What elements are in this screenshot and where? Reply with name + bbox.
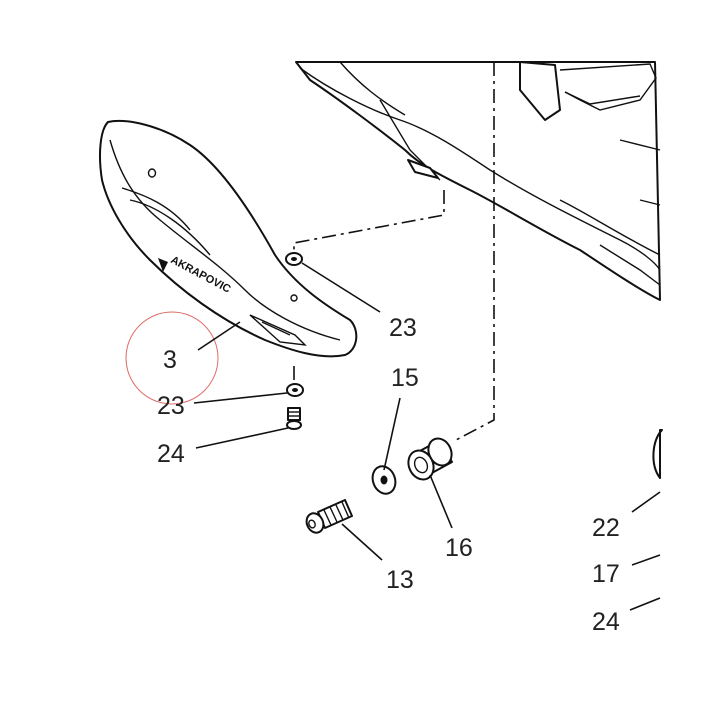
callout-3: 3 <box>163 346 177 374</box>
brand-logo-mark <box>158 258 168 272</box>
axis-line-upper <box>293 190 445 252</box>
leader-13 <box>341 523 383 561</box>
callout-13: 13 <box>386 566 414 594</box>
leader-3 <box>197 321 241 351</box>
callout-23-upper: 23 <box>389 314 417 342</box>
callout-17: 17 <box>592 560 620 588</box>
screw-24-left <box>286 407 302 430</box>
washer-23-upper <box>285 252 303 266</box>
callout-15: 15 <box>391 364 419 392</box>
callout-24-left: 24 <box>157 440 185 468</box>
heat-shield-part <box>99 119 358 358</box>
leader-15 <box>383 397 401 471</box>
leader-23-upper <box>301 262 381 313</box>
leader-16 <box>429 474 453 529</box>
bushing-16 <box>407 437 453 481</box>
leader-17 <box>631 554 661 566</box>
edge-part-right <box>652 429 663 479</box>
axis-line-main <box>455 62 495 441</box>
callout-22: 22 <box>592 514 620 542</box>
leader-24-right <box>629 597 661 611</box>
callout-16: 16 <box>445 534 473 562</box>
highlight-circle <box>125 311 219 405</box>
leader-22 <box>631 491 661 513</box>
washer-15 <box>371 465 397 495</box>
leader-24-left <box>195 427 289 449</box>
washer-23-lower <box>286 383 304 397</box>
callout-24-right: 24 <box>592 608 620 636</box>
exhaust-body <box>295 61 661 301</box>
callout-23-lower: 23 <box>157 392 185 420</box>
leader-23-lower <box>193 392 288 404</box>
bolt-13 <box>305 499 353 534</box>
